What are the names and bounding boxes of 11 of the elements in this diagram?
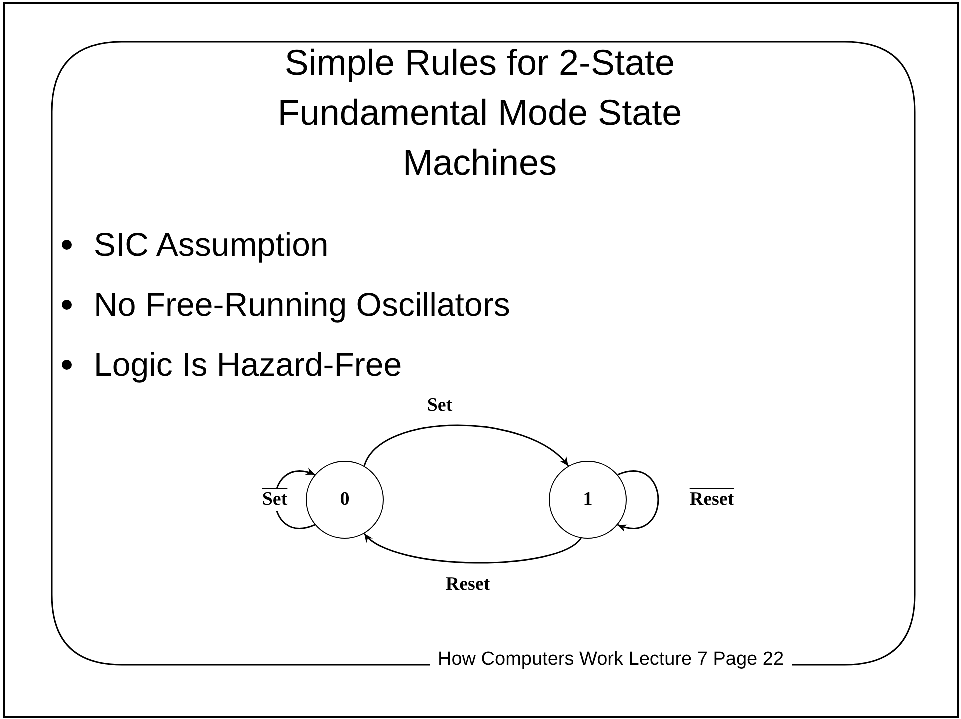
bullet-text: SIC Assumption [94,225,329,265]
state-label: 1 [583,489,593,511]
state-label: 0 [340,489,350,511]
slide-title: Simple Rules for 2-State Fundamental Mode State Machines [276,41,684,185]
bullet-text: Logic Is Hazard-Free [94,345,402,385]
transition-arrow [364,424,570,467]
transition-arrow [364,533,582,564]
transition-arrow [618,470,660,532]
edge-label: Set [262,489,288,511]
footer-text: How Computers Work Lecture 7 Page 22 [430,648,792,672]
bullet-text: No Free-Running Oscillators [94,285,510,325]
